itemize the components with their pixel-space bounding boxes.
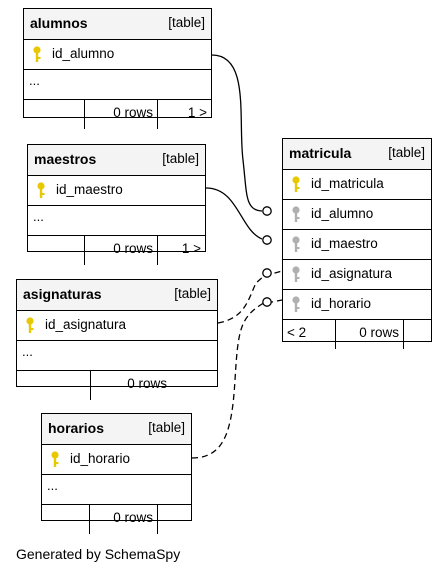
primary-key-icon [292, 176, 300, 192]
column-row[interactable]: id_horario [283, 290, 431, 320]
column-name: id_asignatura [45, 317, 127, 332]
ellipsis-text: ... [29, 73, 40, 88]
table-asignaturas[interactable]: asignaturas [table] id_asignatura ... 0 … [16, 279, 218, 400]
table-name: matricula [289, 145, 352, 161]
column-name: id_horario [70, 451, 131, 466]
column-name: id_alumno [52, 46, 115, 61]
table-alumnos[interactable]: alumnos [table] id_alumno ... 0 rows 1 > [23, 8, 212, 129]
column-name: id_horario [311, 296, 372, 311]
link-horarios-matricula [191, 299, 283, 459]
table-footer: 0 rows [17, 371, 217, 400]
ellipsis-text: ... [47, 478, 58, 493]
table-horarios[interactable]: horarios [table] id_horario ... 0 rows [41, 413, 192, 534]
row-count-cell: 0 rows [90, 505, 158, 534]
table-header: alumnos [table] [24, 9, 211, 40]
table-name: maestros [34, 151, 97, 167]
foreign-key-icon [292, 266, 300, 282]
row-count: 0 rows [127, 376, 167, 391]
children-count: 1 > [187, 105, 207, 120]
table-kind: [table] [174, 286, 211, 301]
row-count-cell: 0 rows [91, 371, 217, 400]
primary-key-icon [26, 317, 34, 333]
table-name: horarios [48, 420, 105, 436]
row-count: 0 rows [113, 510, 153, 525]
column-name: id_asignatura [311, 266, 393, 281]
column-row[interactable]: id_asignatura [283, 260, 431, 290]
ellipsis-text: ... [22, 344, 33, 359]
table-kind: [table] [162, 151, 199, 166]
link-alumnos-matricula [211, 54, 263, 212]
footer-cell-empty [28, 236, 85, 265]
column-row[interactable]: id_matricula [283, 170, 431, 200]
ellipsis-row: ... [42, 475, 191, 505]
link-end-maestros [262, 235, 272, 245]
link-end-horarios [262, 297, 272, 307]
table-header: horarios [table] [42, 414, 191, 445]
link-end-alumnos [262, 206, 272, 216]
column-row[interactable]: id_maestro [283, 230, 431, 260]
row-count: 0 rows [359, 325, 399, 340]
table-kind: [table] [168, 15, 205, 30]
footer-cell-empty [17, 371, 91, 400]
foreign-key-icon [292, 236, 300, 252]
primary-key-icon [33, 46, 41, 62]
children-link-cell[interactable]: 1 > [158, 236, 205, 265]
primary-key-icon [51, 451, 59, 467]
link-end-asignaturas [262, 268, 272, 278]
table-kind: [table] [148, 420, 185, 435]
ellipsis-text: ... [33, 209, 44, 224]
ellipsis-row: ... [28, 206, 205, 236]
children-link-cell[interactable]: 1 > [158, 100, 211, 129]
footer-cell-empty [158, 505, 191, 534]
footer-cell-empty [404, 320, 431, 349]
column-row[interactable]: id_horario [42, 445, 191, 475]
table-name: alumnos [30, 15, 88, 31]
table-footer: < 2 0 rows [283, 320, 431, 349]
link-maestros-matricula [205, 187, 263, 240]
table-footer: 0 rows 1 > [24, 100, 211, 129]
generated-by-credit: Generated by SchemaSpy [16, 546, 181, 562]
footer-cell-empty [24, 100, 85, 129]
row-count: 0 rows [113, 105, 153, 120]
column-row[interactable]: id_alumno [283, 200, 431, 230]
row-count: 0 rows [113, 241, 153, 256]
table-footer: 0 rows 1 > [28, 236, 205, 265]
foreign-key-icon [292, 296, 300, 312]
table-header: asignaturas [table] [17, 280, 217, 311]
row-count-cell: 0 rows [85, 100, 158, 129]
ellipsis-row: ... [17, 341, 217, 371]
children-count: 1 > [181, 241, 201, 256]
column-name: id_matricula [311, 176, 384, 191]
table-header: matricula [table] [283, 139, 431, 170]
parents-link-cell[interactable]: < 2 [283, 320, 336, 349]
table-maestros[interactable]: maestros [table] id_maestro ... 0 rows 1… [27, 144, 206, 265]
column-name: id_alumno [311, 206, 374, 221]
column-row[interactable]: id_alumno [24, 40, 211, 70]
ellipsis-row: ... [24, 70, 211, 100]
row-count-cell: 0 rows [336, 320, 404, 349]
column-name: id_maestro [56, 182, 123, 197]
footer-cell-empty [42, 505, 90, 534]
column-row[interactable]: id_maestro [28, 176, 205, 206]
table-footer: 0 rows [42, 505, 191, 534]
link-asignaturas-matricula [217, 270, 283, 324]
table-matricula[interactable]: matricula [table] id_matricula id_alumno… [282, 138, 432, 349]
primary-key-icon [37, 182, 45, 198]
row-count-cell: 0 rows [85, 236, 158, 265]
parents-count: < 2 [287, 325, 307, 340]
table-kind: [table] [388, 145, 425, 160]
column-row[interactable]: id_asignatura [17, 311, 217, 341]
table-header: maestros [table] [28, 145, 205, 176]
table-name: asignaturas [23, 286, 102, 302]
column-name: id_maestro [311, 236, 378, 251]
foreign-key-icon [292, 206, 300, 222]
